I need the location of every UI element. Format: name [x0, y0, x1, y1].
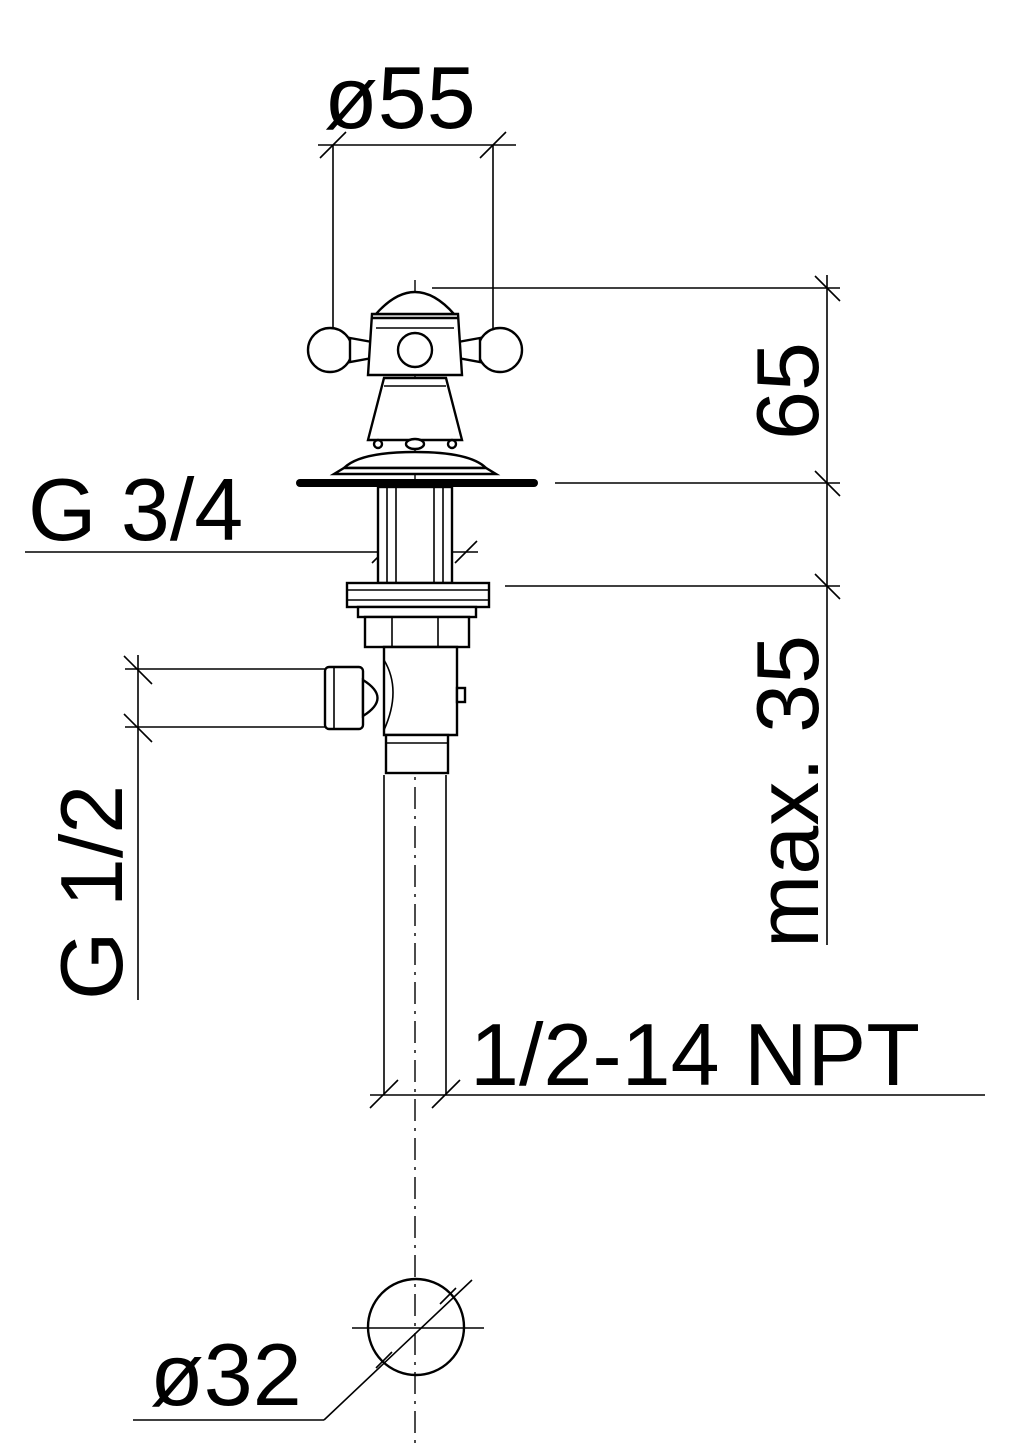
bonnet [366, 376, 464, 442]
max-35-label: max. 35 [738, 635, 837, 948]
dimension-diameter-55: ø55 [318, 48, 516, 345]
handle-knob-right [476, 326, 524, 374]
hex-nut [363, 615, 471, 649]
rosette [341, 450, 489, 470]
diameter-55-label: ø55 [324, 48, 476, 147]
npt-label: 1/2-14 NPT [470, 1005, 920, 1104]
dimension-diameter-32: ø32 [133, 1277, 484, 1424]
handle-knob-left [306, 326, 354, 374]
dimension-thread-g34: G 3/4 [25, 460, 478, 564]
side-outlet [323, 665, 365, 731]
thread-g34-label: G 3/4 [28, 460, 243, 559]
dimension-height: 65 max. 35 [432, 275, 841, 948]
mounting-hole [366, 1277, 466, 1377]
dimension-thread-g12: G 1/2 [42, 655, 338, 1000]
deck-plate [296, 479, 538, 487]
dimension-npt: 1/2-14 NPT [369, 775, 985, 1109]
valve-body [382, 645, 459, 737]
threaded-shank [376, 485, 454, 585]
diameter-32-label: ø32 [150, 1325, 302, 1424]
bottom-nipple [384, 733, 450, 775]
height-65-label: 65 [738, 342, 837, 440]
mounting-washer [345, 581, 491, 609]
valve-drawing [296, 290, 538, 775]
thread-g12-label: G 1/2 [42, 785, 141, 1000]
